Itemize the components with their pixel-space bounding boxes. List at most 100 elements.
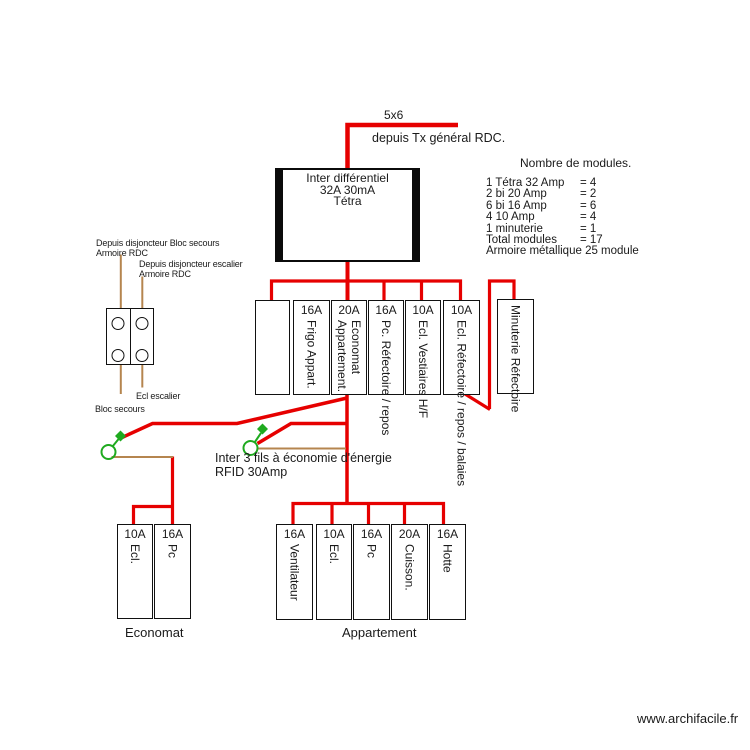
source-label: depuis Tx général RDC.: [372, 131, 506, 145]
breaker-amp: 10A: [412, 303, 434, 317]
breaker-label: Appartement.: [335, 320, 349, 393]
summary-value: = 1: [580, 222, 597, 235]
escalier-source-line2: Armoire RDC: [139, 269, 191, 280]
breaker-label: Ecl. Réfectoire / repos / balaies: [454, 320, 469, 487]
ecl-escalier-label: Ecl escalier: [136, 391, 181, 401]
summary-value: = 6: [580, 199, 597, 212]
bloc-secours-source-line2: Armoire RDC: [96, 248, 148, 259]
main-differential-breaker[interactable]: Inter différentiel 32A 30mA Tétra: [275, 168, 420, 262]
breaker-empty[interactable]: [255, 300, 290, 395]
breaker-amp: 16A: [283, 527, 306, 541]
summary-row: 1 Tétra 32 Amp = 4: [486, 177, 639, 189]
wire-economat-bus: [131, 456, 175, 526]
appartement-breaker-hotte[interactable]: 16A Hotte: [429, 524, 466, 620]
appartement-breaker-pc[interactable]: 16A Pc: [353, 524, 390, 620]
summary-row: Total modules = 17: [486, 234, 639, 247]
economat-breaker-pc[interactable]: 16A Pc: [154, 524, 191, 619]
breaker-amp: 16A: [360, 527, 383, 541]
breaker-label: Hotte: [440, 544, 455, 573]
terminal-block[interactable]: [106, 308, 154, 365]
main-breaker-line3: Tétra: [333, 194, 362, 208]
terminal-circle: [111, 349, 125, 362]
summary-label: Total modules: [486, 234, 557, 247]
rfid-note-line2: RFID 30Amp: [215, 465, 288, 480]
appartement-breaker-ecl[interactable]: 10A Ecl.: [316, 524, 352, 620]
breaker-label: Cuisson.: [402, 544, 417, 591]
terminal-cell-escalier: [131, 309, 154, 364]
bloc-secours-label: Bloc secours: [95, 404, 145, 414]
breaker-ecl-refectoire[interactable]: 10A Ecl. Réfectoire / repos / balaies: [443, 300, 480, 486]
main-breaker-line2: 32A 30mA: [319, 182, 376, 197]
breaker-label: Ecl.: [327, 544, 341, 565]
archifacile-watermark: www.archifacile.fr: [637, 711, 739, 726]
wire-to-switch1: [121, 396, 348, 440]
escalier-source-line1: Depuis disjoncteur escalier: [139, 259, 243, 269]
economat-breaker-ecl[interactable]: 10A Ecl.: [117, 524, 153, 619]
cable-section-label: 5x6: [384, 108, 404, 122]
breaker-amp: 16A: [375, 303, 397, 317]
summary-row: 4 10 Amp = 4: [486, 211, 639, 224]
breaker-amp: 10A: [124, 527, 146, 541]
terminal-cell-bloc-secours: [107, 309, 131, 364]
breaker-amp: 10A: [323, 527, 345, 541]
appartement-group-title: Appartement: [342, 625, 417, 640]
minuterie-module[interactable]: Minuterie Réfectoire: [497, 299, 534, 412]
breaker-amp: 16A: [161, 527, 184, 541]
summary-row: 6 bi 16 Amp = 6: [486, 199, 639, 212]
breaker-amp: 16A: [436, 527, 459, 541]
wire-to-switch2: [256, 421, 347, 446]
switch2-diamond-icon: [257, 423, 268, 435]
summary-label: 4 10 Amp: [486, 211, 535, 224]
summary-label: 6 bi 16 Amp: [486, 199, 547, 212]
summary-value: = 17: [580, 234, 603, 247]
rfid-note: Inter 3 fils à économie d'énergie RFID 3…: [215, 451, 392, 480]
summary-label: 1 Tétra 32 Amp: [486, 177, 565, 189]
breaker-pc-refectoire[interactable]: 16A Pc. Réfectoire / repos: [368, 300, 404, 435]
wire-top-feed: [345, 122, 458, 170]
summary-label: 1 minuterie: [486, 222, 543, 235]
breaker-label: Ventilateur: [287, 544, 302, 601]
wire-distribution-bus: [269, 279, 463, 301]
bloc-secours-source-label: Depuis disjoncteur Bloc secours Armoire …: [96, 238, 220, 259]
appartement-breaker-ventilateur[interactable]: 16A Ventilateur: [276, 524, 313, 620]
terminal-circle: [135, 317, 149, 330]
breaker-amp: 20A: [398, 527, 421, 541]
modules-summary-list: 1 Tétra 32 Amp = 4 2 bi 20 Amp = 2 6 bi …: [486, 177, 639, 258]
breaker-amp: 10A: [450, 303, 473, 317]
switch1-symbol[interactable]: [100, 430, 127, 460]
breaker-frigo[interactable]: 16A Frigo Appart.: [293, 300, 330, 395]
breaker-label: Ecl. Vestiaires H/F: [416, 320, 430, 419]
economat-group-title: Economat: [125, 625, 184, 640]
escalier-source-label: Depuis disjoncteur escalier Armoire RDC: [139, 259, 243, 279]
appartement-breaker-cuisson[interactable]: 20A Cuisson.: [391, 524, 428, 620]
breaker-ecl-vestiaires[interactable]: 10A Ecl. Vestiaires H/F: [405, 300, 441, 418]
summary-row: 2 bi 20 Amp = 2: [486, 188, 639, 201]
summary-row: 1 minuterie = 1: [486, 222, 639, 235]
breaker-label: Pc: [364, 544, 379, 559]
summary-value: = 4: [580, 211, 597, 224]
modules-summary-title: Nombre de modules.: [520, 156, 632, 170]
breaker-label: Frigo Appart.: [304, 320, 319, 389]
summary-value: = 4: [580, 177, 597, 189]
breaker-label: Ecl.: [128, 544, 142, 565]
breaker-appartement-economat[interactable]: 20A Appartement. Economat: [331, 300, 367, 395]
summary-label: 2 bi 20 Amp: [486, 188, 547, 201]
terminal-circle: [111, 317, 125, 330]
breaker-label: Pc: [165, 544, 180, 559]
main-breaker-line1: Inter différentiel: [306, 171, 389, 185]
summary-value: = 2: [580, 188, 597, 201]
breaker-label2: Economat: [349, 320, 363, 375]
breaker-amp: 16A: [300, 303, 323, 317]
terminal-circle: [135, 349, 149, 362]
breaker-label: Pc. Réfectoire / repos: [379, 320, 393, 436]
summary-footer: Armoire métallique 25 module: [486, 245, 639, 258]
minuterie-label: Minuterie Réfectoire: [508, 305, 523, 413]
rfid-note-line1: Inter 3 fils à économie d'énergie: [215, 451, 392, 465]
switch2-symbol[interactable]: [242, 423, 269, 456]
bloc-secours-source-line1: Depuis disjoncteur Bloc secours: [96, 238, 220, 248]
wire-appartement-bus: [291, 501, 446, 526]
breaker-amp: 20A: [338, 303, 360, 317]
breaker-label-pair: Appartement. Economat: [335, 320, 363, 392]
